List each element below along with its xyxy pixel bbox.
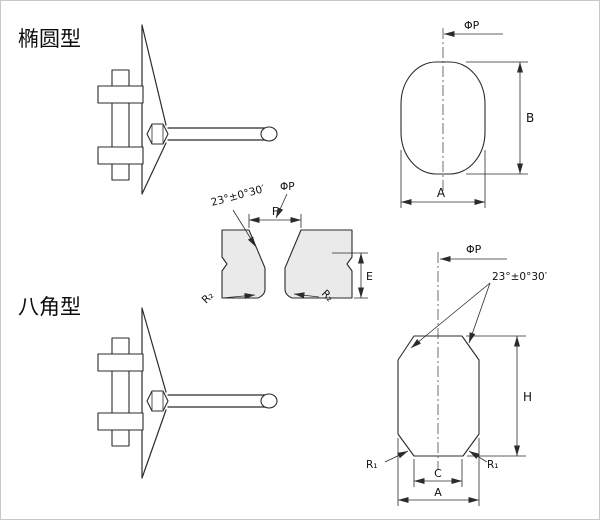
r2-left-leader xyxy=(221,292,256,299)
bracket-plate xyxy=(111,163,130,181)
hex-nut-facets xyxy=(151,125,164,143)
h-dimension-label: H xyxy=(523,390,532,404)
section-phi-p-leader xyxy=(275,193,288,219)
die-section-right-block xyxy=(284,229,353,299)
punch-stem xyxy=(167,127,267,141)
r1-right-label: R₁ xyxy=(487,459,499,471)
r2-right-leader xyxy=(293,292,320,299)
fan-cone-outline xyxy=(141,24,167,195)
c-dimension-label: C xyxy=(434,467,442,480)
phi-p-label: ΦP xyxy=(466,243,482,256)
hex-nut-facets xyxy=(151,392,164,410)
a-extension-lines xyxy=(400,150,486,208)
b-dimension-label: B xyxy=(526,111,534,125)
title-octagonal-type: 八角型 xyxy=(18,295,81,319)
r1-right-leader xyxy=(468,450,488,463)
e-dimension-label: E xyxy=(366,270,373,283)
bracket-plate xyxy=(111,429,130,447)
elliptical-assembly-drawing xyxy=(97,24,278,195)
a-dimension-label: A xyxy=(434,486,442,499)
r1-left-label: R₁ xyxy=(366,459,378,471)
section-phi-p-label: ΦP xyxy=(280,181,295,193)
octagonal-face-view: ΦP 23°±0°30′ H R₁ R₁ C A xyxy=(366,243,548,506)
bracket-flange xyxy=(97,85,144,104)
stem-end-cap xyxy=(260,393,278,409)
octagonal-assembly-drawing xyxy=(97,307,278,479)
title-elliptical-type: 椭圆型 xyxy=(18,27,81,51)
punch-stem xyxy=(167,394,267,408)
a-extension-lines xyxy=(397,438,480,506)
section-angle-leader xyxy=(232,209,257,248)
bracket-flange xyxy=(97,412,144,431)
f-dimension-label: F xyxy=(272,205,278,218)
octagon-angle-label: 23°±0°30′ xyxy=(492,271,548,283)
die-section-left-block xyxy=(221,229,266,299)
bracket-plate xyxy=(111,337,130,355)
hex-nut xyxy=(146,123,169,145)
octagonal-face-outline xyxy=(397,335,480,457)
octagon-angle-leader-left xyxy=(410,282,491,349)
elliptical-face-view: ΦP B A xyxy=(400,19,534,208)
octagon-angle-leader-right xyxy=(468,282,491,344)
phi-p-label: ΦP xyxy=(464,19,480,32)
r1-left-leader xyxy=(384,450,409,463)
die-section-view: F 23°±0°30′ ΦP E R₂ R₂ xyxy=(200,181,373,306)
bracket-body xyxy=(111,102,130,148)
hex-nut xyxy=(146,390,169,412)
a-dimension-label: A xyxy=(437,186,446,200)
stem-end-cap xyxy=(260,126,278,142)
bracket-body xyxy=(111,370,130,414)
bracket-plate xyxy=(111,69,130,87)
fan-cone-outline xyxy=(141,307,167,479)
bracket-flange xyxy=(97,146,144,165)
bracket-flange xyxy=(97,353,144,372)
